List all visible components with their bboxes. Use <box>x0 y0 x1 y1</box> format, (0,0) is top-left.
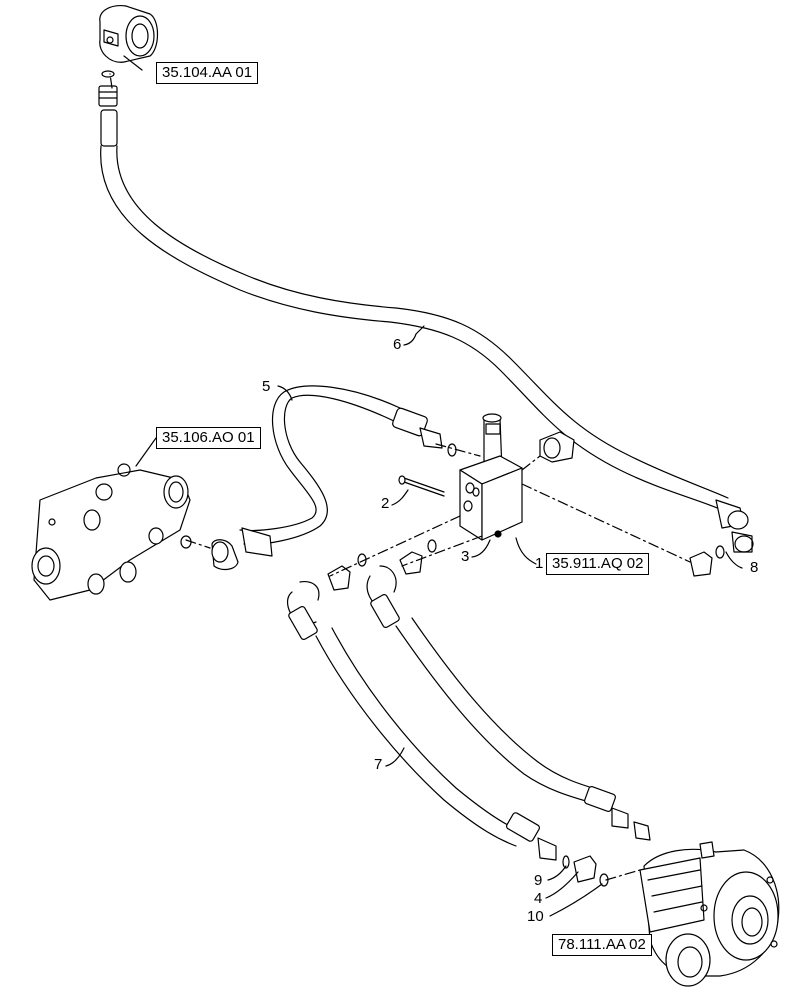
bolt-2 <box>398 475 445 497</box>
hose-7 <box>287 581 609 887</box>
left-valve-assembly <box>31 463 192 601</box>
block-fittings-upper <box>447 431 575 463</box>
hose-5 <box>211 385 443 571</box>
top-port-fitting <box>99 5 159 78</box>
reference-box-35-911-aq-02[interactable]: 35.911.AQ 02 <box>546 553 650 575</box>
centerlines <box>109 73 691 881</box>
callout-10: 10 <box>527 908 544 925</box>
callout-7: 7 <box>374 756 383 773</box>
reference-box-35-106-ao-01[interactable]: 35.106.AO 01 <box>156 427 261 449</box>
callout-3: 3 <box>461 548 470 565</box>
callout-9: 9 <box>534 872 543 889</box>
block-fittings-lower <box>327 539 725 591</box>
hose-return <box>366 565 651 841</box>
reference-box-78-111-aa-02[interactable]: 78.111.AA 02 <box>552 934 652 956</box>
hose-6 <box>98 85 754 553</box>
callout-8: 8 <box>750 559 759 576</box>
valve-block <box>459 413 523 541</box>
callout-2: 2 <box>381 495 390 512</box>
reference-box-35-104-aa-01[interactable]: 35.104.AA 01 <box>156 62 259 84</box>
bottom-motor <box>639 841 780 987</box>
leader-lines <box>123 55 743 955</box>
callout-6: 6 <box>393 336 402 353</box>
callout-5: 5 <box>262 378 271 395</box>
callout-1: 1 <box>535 555 544 572</box>
callout-4: 4 <box>534 890 543 907</box>
